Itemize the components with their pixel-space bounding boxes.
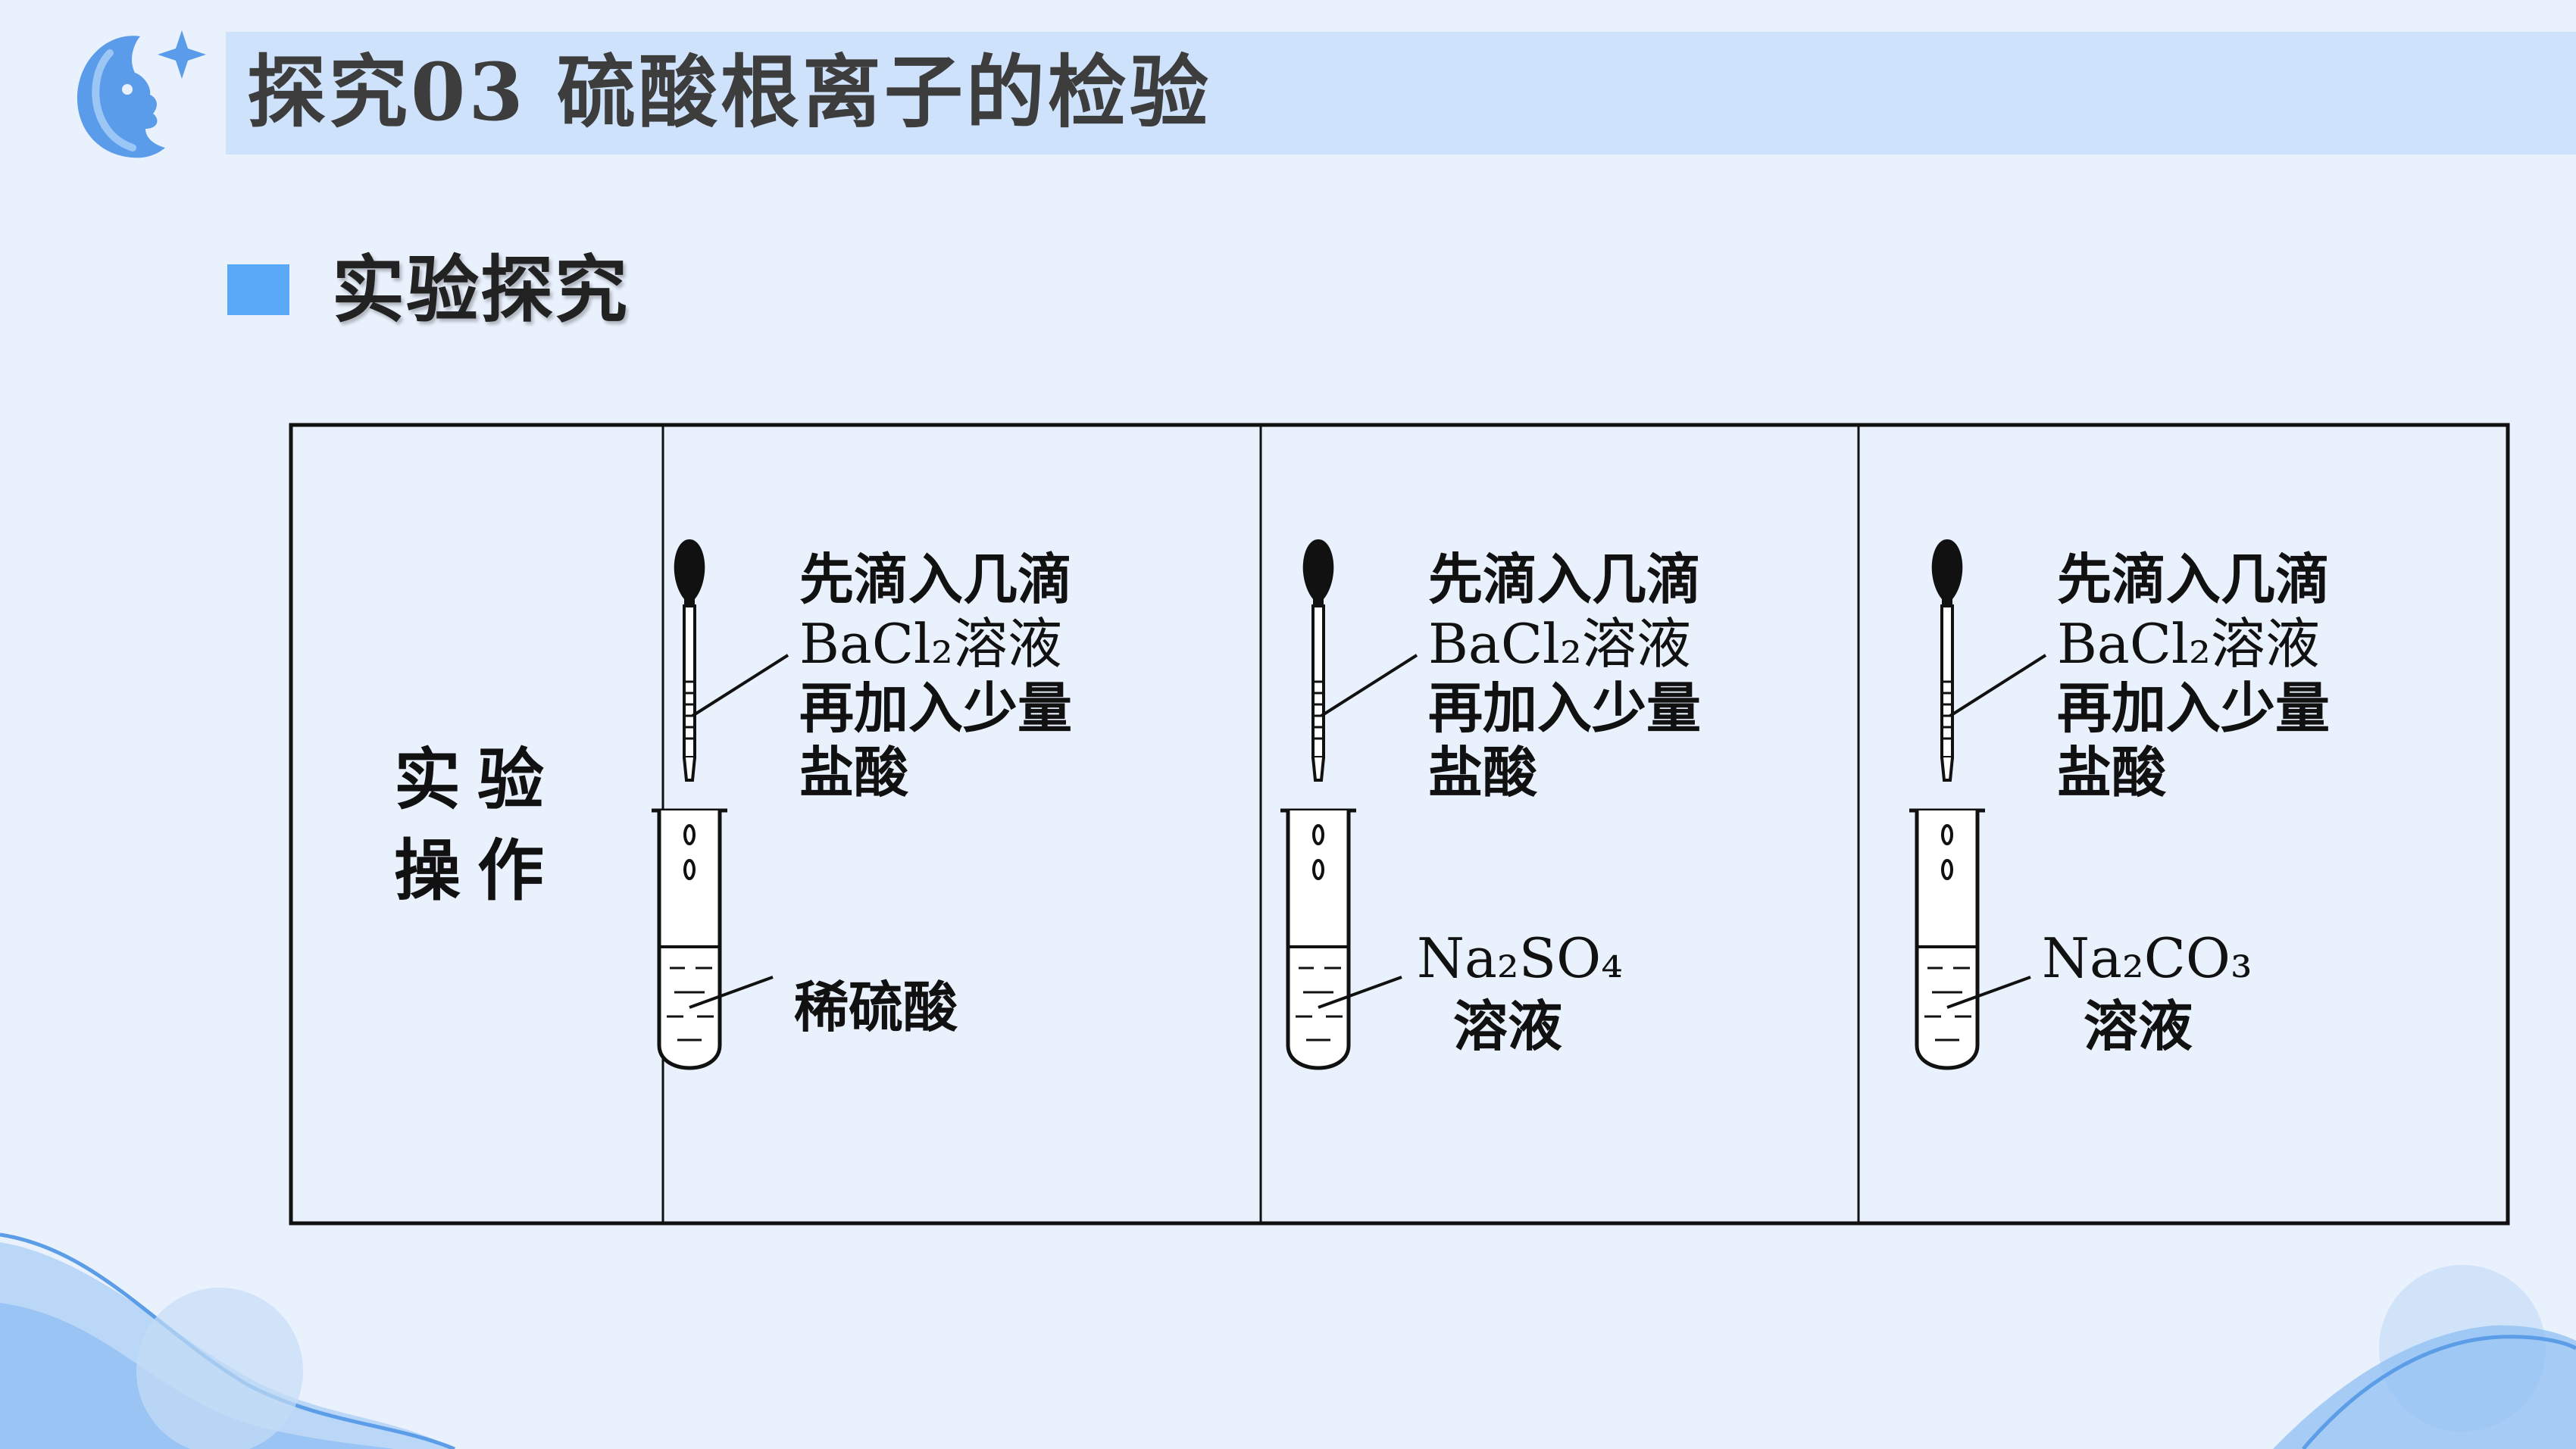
exp1-dropper-line3: 再加入少量 [799,676,1072,740]
exp3-dropper-line2: BaCl₂溶液 [2057,612,2320,676]
title-bar: 探究03 硫酸根离子的检验 [226,32,2576,155]
exp2-dropper-line2: BaCl₂溶液 [1428,612,1691,676]
page-title: 探究03 硫酸根离子的检验 [247,45,1211,139]
exp3-dropper-line4: 盐酸 [2057,741,2167,804]
exp1-dropper-line2: BaCl₂溶液 [799,612,1062,676]
exp1-dropper-line4: 盐酸 [799,741,909,804]
experiment-2-apparatus [1280,539,1417,1068]
exp3-tube-label-line2: 溶液 [2084,995,2193,1058]
exp2-dropper-line4: 盐酸 [1428,741,1538,804]
table-border [289,423,2510,1226]
exp3-dropper-line3: 再加入少量 [2057,676,2330,740]
exp3-tube-label-line1: Na₂CO₃ [2042,926,2252,990]
wave-right-line [2302,1335,2576,1449]
row-label-line1: 实验 [394,741,561,819]
experiment-1-apparatus [652,539,788,1068]
exp3-dropper-line1: 先滴入几滴 [2057,548,2330,611]
exp1-dropper-line1: 先滴入几滴 [799,548,1072,611]
exp1-tube-label: 稀硫酸 [794,976,958,1039]
section-title: 实验探究 [332,248,629,333]
exp2-dropper-line3: 再加入少量 [1428,676,1701,740]
wave-left-bubble [136,1288,303,1449]
section-marker [227,264,289,315]
wave-right-fill [2273,1325,2576,1449]
exp2-dropper-line1: 先滴入几滴 [1428,548,1701,611]
wave-left-fill-light [0,1303,394,1449]
exp2-tube-label-line1: Na₂SO₄ [1417,926,1623,990]
moon-face-sparkle-icon [77,30,206,158]
experiment-3-apparatus [1909,539,2046,1068]
exp2-tube-label-line2: 溶液 [1453,995,1562,1058]
row-label-line2: 操作 [394,832,561,910]
